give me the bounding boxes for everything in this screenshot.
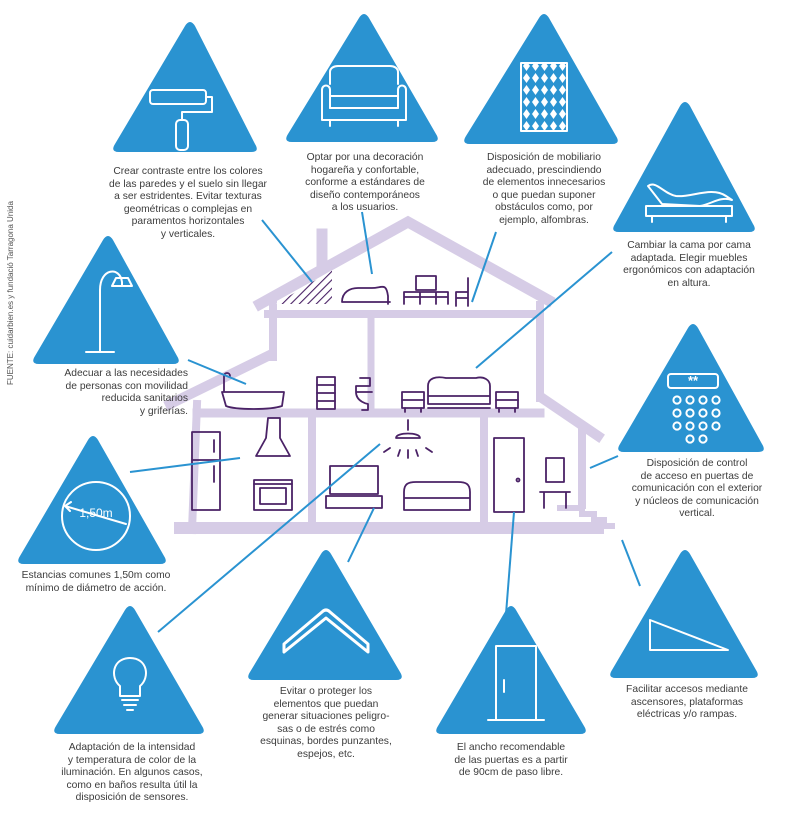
armchair-icon — [341, 285, 391, 305]
chair-icon — [455, 277, 469, 307]
roof-right — [538, 393, 605, 443]
keypad-display: ** — [687, 373, 699, 388]
triangle-bed — [613, 102, 755, 232]
desk-icon — [403, 275, 449, 305]
tv-stand-icon — [325, 495, 383, 509]
door-house-icon — [493, 437, 525, 513]
sofa-icon — [403, 481, 471, 511]
keypad-icon — [667, 373, 721, 444]
triangle-lighting — [54, 606, 204, 734]
diameter-label: 1,50m — [79, 506, 113, 520]
door-icon — [487, 645, 545, 721]
roof-upper — [252, 215, 556, 312]
ramp-icon — [649, 619, 729, 651]
roof-left — [163, 349, 275, 411]
ceiling-lamp-icon — [383, 419, 433, 459]
frame-icon — [545, 457, 565, 483]
bed-icon — [427, 376, 491, 409]
nightstand-right-icon — [495, 391, 519, 413]
corner-guard-icon — [282, 608, 370, 654]
triangle-doors — [436, 606, 586, 734]
paint-roller-icon — [149, 89, 213, 151]
adjustable-bed-icon — [645, 183, 733, 223]
nightstand-left-icon — [401, 391, 425, 413]
triangle-bathroom — [33, 236, 179, 364]
shower-icon — [85, 270, 133, 353]
triangle-walls — [113, 22, 257, 152]
light-bulb-icon — [113, 657, 147, 711]
connector-lines — [129, 211, 641, 633]
bench-icon — [539, 491, 571, 509]
bathtub-icon — [221, 372, 285, 410]
textured-wall — [276, 270, 332, 304]
toilet-icon — [355, 377, 373, 411]
triangle-ramps — [610, 550, 758, 678]
sofa-icon-large — [321, 65, 407, 127]
stove-icon — [253, 479, 293, 511]
triangle-corners — [248, 550, 402, 680]
source-note: FUENTE: cuidarbien.es y fundació Tarrago… — [6, 201, 15, 385]
stairs — [557, 505, 615, 529]
house — [163, 215, 615, 535]
rug-icon — [520, 62, 568, 132]
furniture — [191, 275, 571, 513]
triangle-spaces — [18, 436, 166, 564]
diameter-circle-icon — [61, 481, 131, 551]
hood-icon — [255, 417, 291, 457]
triangle-decor — [286, 14, 438, 142]
drawers-icon — [316, 376, 336, 410]
fridge-icon — [191, 431, 221, 511]
